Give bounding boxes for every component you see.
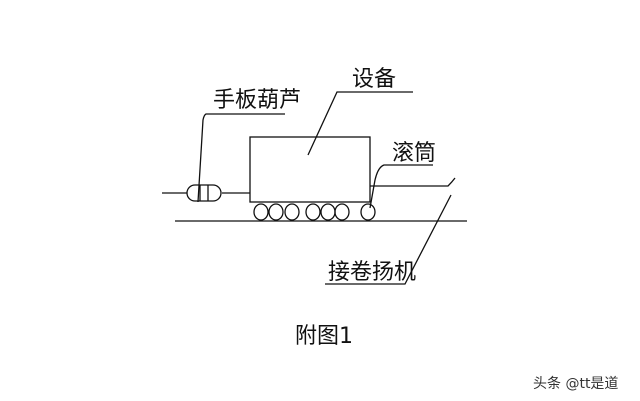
roller [305,203,321,221]
rollers [253,203,376,221]
chain-hoist [186,184,222,202]
roller [284,203,300,221]
label-winch: 接卷扬机 [328,260,416,285]
label-hoist: 手板葫芦 [213,88,301,113]
winch-leader [325,194,452,285]
label-equipment: 设备 [352,67,396,92]
right-rope [370,177,456,187]
equipment-leader [307,91,413,156]
watermark: 头条 @tt是道 [533,375,618,392]
roller [334,203,350,221]
roller [268,203,284,221]
equipment-box [249,136,371,203]
figure-caption: 附图1 [295,324,353,349]
roller [360,203,376,221]
roller-leader [369,164,433,209]
hoist-leader [197,113,285,203]
roller [320,203,336,221]
label-roller: 滚筒 [392,141,436,166]
roller [253,203,269,221]
